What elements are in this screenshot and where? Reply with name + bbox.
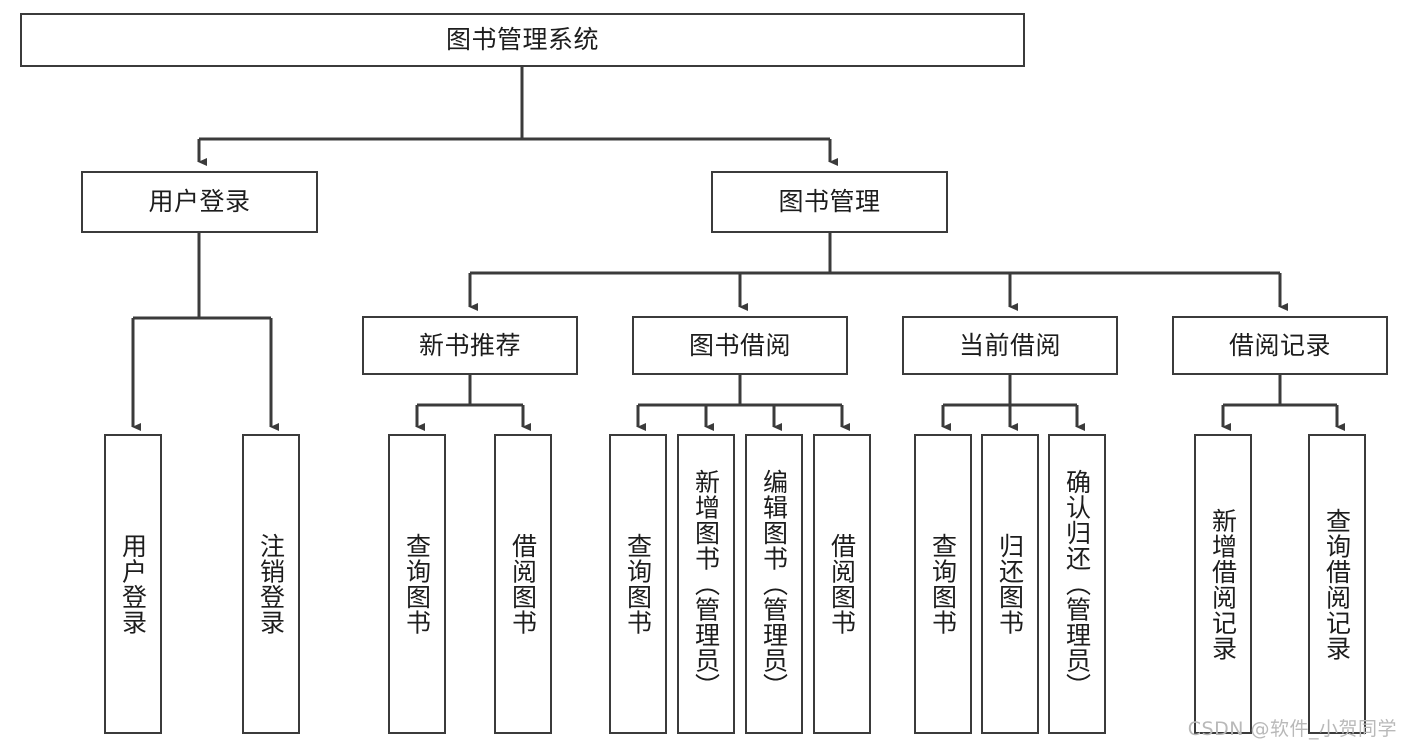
node-book-borrow[interactable]: 图书借阅 [632, 316, 848, 375]
node-leaf-user-login[interactable]: 用户登录 [104, 434, 162, 734]
node-current-borrow[interactable]: 当前借阅 [902, 316, 1118, 375]
node-current-borrow-label: 当前借阅 [958, 330, 1061, 360]
node-leaf-query-record-label: 查询借阅记录 [1322, 507, 1352, 661]
node-leaf-return-book-label: 归还图书 [995, 533, 1025, 635]
node-leaf-borrow-book-1-label: 借阅图书 [508, 533, 538, 635]
node-book-borrow-label: 图书借阅 [688, 330, 791, 360]
node-leaf-borrow-book-2[interactable]: 借阅图书 [813, 434, 871, 734]
node-leaf-query-record[interactable]: 查询借阅记录 [1308, 434, 1366, 734]
node-book-management[interactable]: 图书管理 [711, 171, 948, 233]
node-leaf-confirm-return[interactable]: 确认归还（管理员） [1048, 434, 1106, 734]
node-leaf-return-book[interactable]: 归还图书 [981, 434, 1039, 734]
node-leaf-confirm-return-label: 确认归还（管理员） [1062, 469, 1092, 699]
node-leaf-add-book[interactable]: 新增图书（管理员） [677, 434, 735, 734]
node-new-book-recommend-label: 新书推荐 [418, 330, 521, 360]
node-leaf-query-book-2-label: 查询图书 [623, 533, 653, 635]
node-user-login[interactable]: 用户登录 [81, 171, 318, 233]
node-leaf-edit-book-label: 编辑图书（管理员） [759, 469, 789, 699]
node-leaf-query-book-3-label: 查询图书 [928, 533, 958, 635]
node-leaf-borrow-book-1[interactable]: 借阅图书 [494, 434, 552, 734]
node-new-book-recommend[interactable]: 新书推荐 [362, 316, 578, 375]
node-leaf-query-book-2[interactable]: 查询图书 [609, 434, 667, 734]
node-leaf-query-book-1-label: 查询图书 [402, 533, 432, 635]
node-leaf-add-book-label: 新增图书（管理员） [691, 469, 721, 699]
node-leaf-add-record[interactable]: 新增借阅记录 [1194, 434, 1252, 734]
node-leaf-add-record-label: 新增借阅记录 [1208, 507, 1238, 661]
node-leaf-query-book-1[interactable]: 查询图书 [388, 434, 446, 734]
node-leaf-logout-login[interactable]: 注销登录 [242, 434, 300, 734]
node-leaf-query-book-3[interactable]: 查询图书 [914, 434, 972, 734]
node-leaf-borrow-book-2-label: 借阅图书 [827, 533, 857, 635]
node-leaf-user-login-label: 用户登录 [118, 533, 148, 635]
node-root-system-label: 图书管理系统 [445, 25, 599, 54]
node-leaf-logout-login-label: 注销登录 [256, 533, 286, 635]
node-borrow-record[interactable]: 借阅记录 [1172, 316, 1388, 375]
node-book-management-label: 图书管理 [778, 187, 881, 216]
node-root-system[interactable]: 图书管理系统 [20, 13, 1025, 67]
node-leaf-edit-book[interactable]: 编辑图书（管理员） [745, 434, 803, 734]
node-user-login-label: 用户登录 [148, 187, 251, 216]
node-borrow-record-label: 借阅记录 [1228, 330, 1331, 360]
